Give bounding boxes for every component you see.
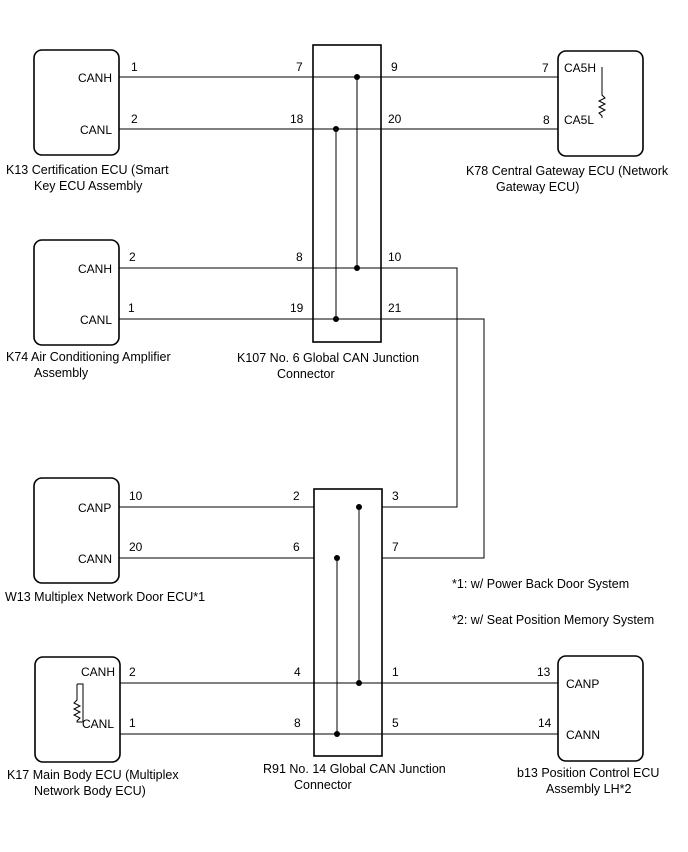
wire-k107-21-to-r91-7	[381, 318, 485, 559]
k13-caption-line2: Key ECU Assembly	[34, 179, 143, 193]
pin-number: 5	[392, 716, 399, 730]
k78-caption-line1: K78 Central Gateway ECU (Network	[466, 164, 669, 178]
pin-number: 4	[294, 665, 301, 679]
k13-caption-line1: K13 Certification ECU (Smart	[6, 163, 169, 177]
footnote-1: *1: w/ Power Back Door System	[452, 577, 629, 591]
pin-number: 2	[129, 665, 136, 679]
k17-caption-line2: Network Body ECU)	[34, 784, 146, 798]
b13-cann-label: CANN	[566, 728, 600, 742]
pin-number: 1	[128, 301, 135, 315]
k13-canl-label: CANL	[80, 123, 112, 137]
pin-number: 8	[543, 113, 550, 127]
pin-number: 10	[129, 489, 143, 503]
k17-termination-resistor	[72, 683, 84, 723]
b13-ecu-box	[557, 655, 644, 762]
pin-number: 20	[129, 540, 143, 554]
wire-k107-10-to-r91-3	[381, 267, 458, 508]
splice-dot	[333, 126, 339, 132]
k13-canh-label: CANH	[78, 71, 112, 85]
b13-caption-line2: Assembly LH*2	[546, 782, 631, 796]
r91-caption-line1: R91 No. 14 Global CAN Junction	[263, 762, 446, 776]
w13-canp-label: CANP	[78, 501, 111, 515]
splice-dot	[334, 731, 340, 737]
k13-ecu-box	[33, 49, 120, 156]
k78-ca5l-label: CA5L	[564, 113, 594, 127]
splice-dot	[354, 265, 360, 271]
pin-number: 19	[290, 301, 304, 315]
pin-number: 14	[538, 716, 552, 730]
splice-points	[333, 74, 362, 737]
splice-dot	[334, 555, 340, 561]
k17-canl-label: CANL	[82, 717, 114, 731]
k107-junction-connector-box	[312, 44, 382, 343]
k78-ecu-box	[557, 50, 644, 157]
k74-caption-line2: Assembly	[34, 366, 89, 380]
pin-number: 2	[131, 112, 138, 126]
k17-canh-label: CANH	[81, 665, 115, 679]
pin-number: 8	[294, 716, 301, 730]
pin-number: 10	[388, 250, 402, 264]
w13-ecu-box	[33, 477, 120, 584]
splice-dot	[356, 504, 362, 510]
k78-ca5h-label: CA5H	[564, 61, 596, 75]
k74-canl-label: CANL	[80, 313, 112, 327]
pin-number: 1	[129, 716, 136, 730]
pin-number: 1	[131, 60, 138, 74]
splice-dot	[356, 680, 362, 686]
b13-caption-line1: b13 Position Control ECU	[517, 766, 659, 780]
k17-caption-line1: K17 Main Body ECU (Multiplex	[7, 768, 179, 782]
k107-caption-line2: Connector	[277, 367, 335, 381]
r91-caption-line2: Connector	[294, 778, 352, 792]
splice-dot	[333, 316, 339, 322]
k74-ecu-box	[33, 239, 120, 346]
w13-cann-label: CANN	[78, 552, 112, 566]
pin-number: 2	[293, 489, 300, 503]
pin-number: 2	[129, 250, 136, 264]
splice-dot	[354, 74, 360, 80]
footnote-2: *2: w/ Seat Position Memory System	[452, 613, 654, 627]
k78-caption-line2: Gateway ECU)	[496, 180, 579, 194]
k78-termination-resistor	[597, 67, 607, 118]
k107-caption-line1: K107 No. 6 Global CAN Junction	[237, 351, 419, 365]
r91-junction-connector-box	[313, 488, 383, 757]
pin-number: 13	[537, 665, 551, 679]
pin-number: 1	[392, 665, 399, 679]
b13-canp-label: CANP	[566, 677, 599, 691]
pin-number: 20	[388, 112, 402, 126]
pin-number: 7	[392, 540, 399, 554]
pin-number: 9	[391, 60, 398, 74]
k74-caption-line1: K74 Air Conditioning Amplifier	[6, 350, 171, 364]
pin-number: 21	[388, 301, 402, 315]
pin-number: 18	[290, 112, 304, 126]
k17-ecu-box	[34, 656, 121, 763]
pin-number: 6	[293, 540, 300, 554]
pin-number: 7	[296, 60, 303, 74]
pin-number: 7	[542, 61, 549, 75]
pin-number: 3	[392, 489, 399, 503]
pin-number: 8	[296, 250, 303, 264]
k74-canh-label: CANH	[78, 262, 112, 276]
w13-caption: W13 Multiplex Network Door ECU*1	[5, 590, 205, 604]
